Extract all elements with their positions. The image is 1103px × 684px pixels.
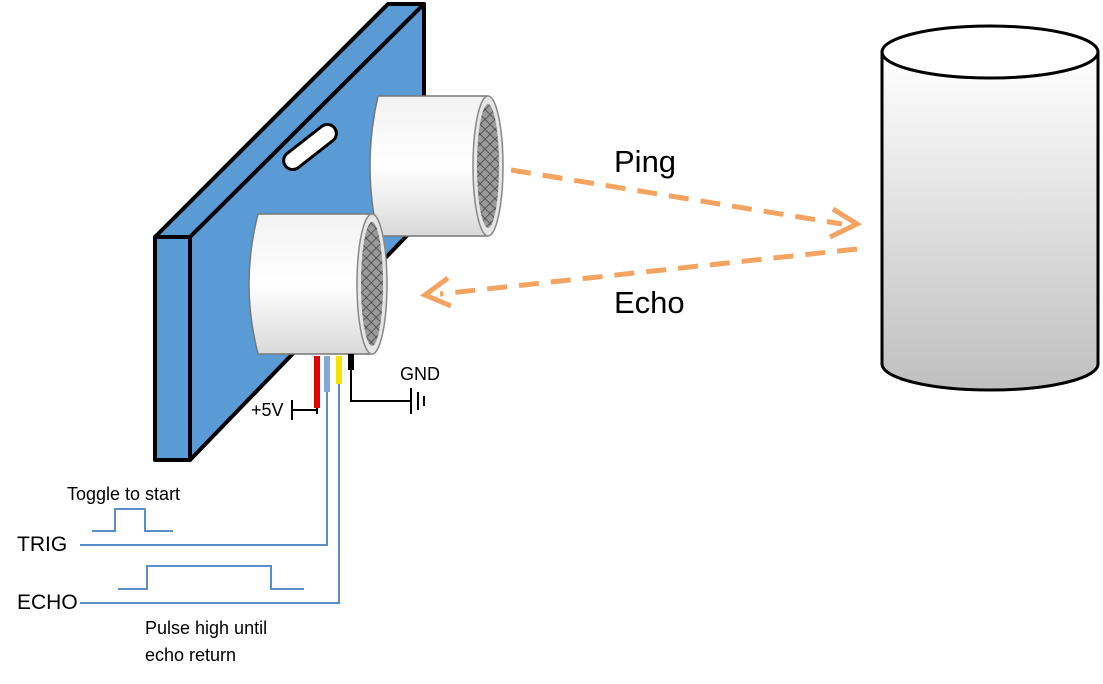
ground-connection: GND bbox=[350, 364, 440, 414]
ping-label: Ping bbox=[614, 144, 676, 179]
receiver-transducer bbox=[248, 213, 388, 355]
transmitter-transducer bbox=[369, 95, 504, 237]
board-slot bbox=[282, 122, 338, 172]
toggle-label: Toggle to start bbox=[67, 484, 180, 504]
transmitter-mesh bbox=[477, 104, 499, 228]
ground-icon bbox=[410, 388, 425, 414]
connector-pins bbox=[314, 354, 354, 408]
echo-pulse-waveform: Pulse high until echo return bbox=[118, 565, 304, 665]
pulse-label-line2: echo return bbox=[145, 645, 236, 665]
gnd-label: GND bbox=[400, 364, 440, 384]
echo-line: ECHO bbox=[17, 384, 340, 614]
trigger-pulse-waveform: Toggle to start bbox=[67, 484, 180, 532]
receiver-mesh bbox=[361, 222, 383, 346]
trig-label: TRIG bbox=[17, 533, 67, 556]
pulse-label-line1: Pulse high until bbox=[145, 618, 267, 638]
echo-arrow: Echo bbox=[419, 246, 858, 320]
echo-signal-label: ECHO bbox=[17, 591, 78, 614]
board-side-edge bbox=[153, 235, 192, 462]
supply-connection: +5V bbox=[251, 400, 318, 420]
echo-label: Echo bbox=[614, 285, 685, 320]
cylinder-target bbox=[880, 24, 1100, 392]
plus5v-label: +5V bbox=[251, 400, 284, 420]
ping-arrow: Ping bbox=[510, 144, 863, 240]
trig-line: TRIG bbox=[17, 392, 328, 556]
